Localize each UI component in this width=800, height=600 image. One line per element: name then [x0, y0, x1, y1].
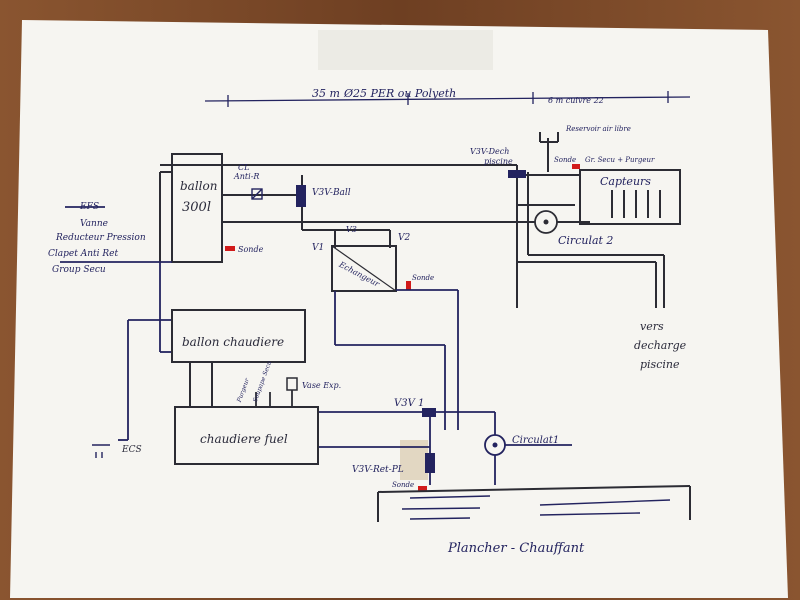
reducteur-label: Reducteur Pression: [55, 233, 146, 243]
decharge-label: decharge: [634, 339, 687, 352]
v3v-dech-label: V3V-Dech: [470, 147, 509, 156]
v3v-ret-label: V3V-Ret-PL: [352, 465, 404, 475]
circulator-2-center: [543, 219, 549, 225]
echangeur-exchanger: [331, 245, 397, 292]
v3v1-label: V3V 1: [394, 398, 424, 409]
v3v-dech-label2: piscine: [484, 157, 513, 166]
vase-exp-symbol: [286, 377, 298, 391]
circulator-1-center: [492, 442, 498, 448]
ballon-capacity: 300l: [182, 200, 211, 215]
sonde-plancher-marker: [418, 486, 427, 491]
efs-label: EFS: [79, 202, 99, 212]
paper-sheet: [10, 20, 788, 598]
chaudiere-fuel-boiler: [174, 406, 319, 465]
v3v-ret-valve: [425, 453, 435, 473]
ecs-label: ECS: [121, 445, 142, 455]
ballon-chaudiere-tank: [171, 309, 306, 363]
check-valve-mark: [251, 188, 263, 200]
sonde1-label: Sonde: [238, 245, 264, 254]
v3v-ball-label: V3V-Ball: [312, 188, 351, 198]
reservoir-label: Reservoir air libre: [565, 125, 631, 133]
chaudiere-link-pipes: [189, 362, 213, 407]
v2-label: V2: [398, 233, 410, 243]
shower-symbol: [92, 444, 110, 458]
gr-secu-label: Gr. Secu + Purgeur: [585, 156, 655, 164]
sonde2-label: Sonde: [412, 274, 434, 282]
ballon-chaudiere-label: ballon chaudiere: [182, 335, 284, 349]
tape-top: [318, 30, 493, 70]
v3v-dech-valve: [508, 170, 526, 178]
vanne-label: Vanne: [80, 219, 108, 229]
solar-pipes: [159, 138, 665, 308]
cl-anti-label: CL: [238, 163, 249, 172]
v3v1-valve: [422, 408, 436, 417]
v3-label: V3: [346, 225, 357, 234]
capteurs-tubes: [611, 190, 661, 218]
ballon-label: ballon: [180, 179, 217, 193]
circulat1-label: Circulat1: [512, 435, 559, 446]
capteurs-label: Capteurs: [600, 175, 651, 188]
plancher-outline: [377, 485, 691, 522]
piscine-label: piscine: [640, 358, 680, 371]
dimension-main: Ø25 PER ou Polyeth: [343, 87, 456, 100]
v1-label: V1: [312, 243, 324, 253]
plancher-coils: [401, 495, 671, 520]
cl-anti-label2: Anti-R: [233, 172, 259, 181]
plancher-label: Plancher - Chauffant: [447, 541, 585, 556]
tape-patch: [400, 440, 428, 480]
v3v-ball-valve: [296, 185, 306, 207]
sonde-ballon-marker: [225, 246, 235, 251]
circulat2-label: Circulat 2: [558, 234, 613, 247]
ballon-300l-tank: [171, 153, 223, 263]
chaudiere-fuel-label: chaudiere fuel: [200, 432, 288, 446]
dimension-left: 35 m: [312, 87, 340, 100]
sonde-capteur-marker: [572, 164, 580, 169]
boiler-accessories: [255, 390, 293, 407]
sonde3-label: Sonde: [554, 156, 576, 164]
echangeur-diagonal: [331, 245, 397, 292]
vase-exp-label: Vase Exp.: [302, 381, 341, 390]
clapet-label: Clapet Anti Ret: [48, 249, 118, 259]
check-valve-box: [251, 188, 263, 200]
sonde4-label: Sonde: [392, 481, 414, 489]
sonde-echangeur-marker: [406, 281, 411, 290]
heating-pipes: [60, 206, 572, 485]
reservoir-symbol: [539, 132, 559, 143]
capteurs-panel: [579, 169, 681, 225]
group-secu-label: Group Secu: [52, 265, 106, 275]
dimension-line: [204, 91, 691, 107]
vers-label: vers: [640, 320, 664, 333]
dimension-right: 6 m cuivre 22: [548, 96, 604, 105]
